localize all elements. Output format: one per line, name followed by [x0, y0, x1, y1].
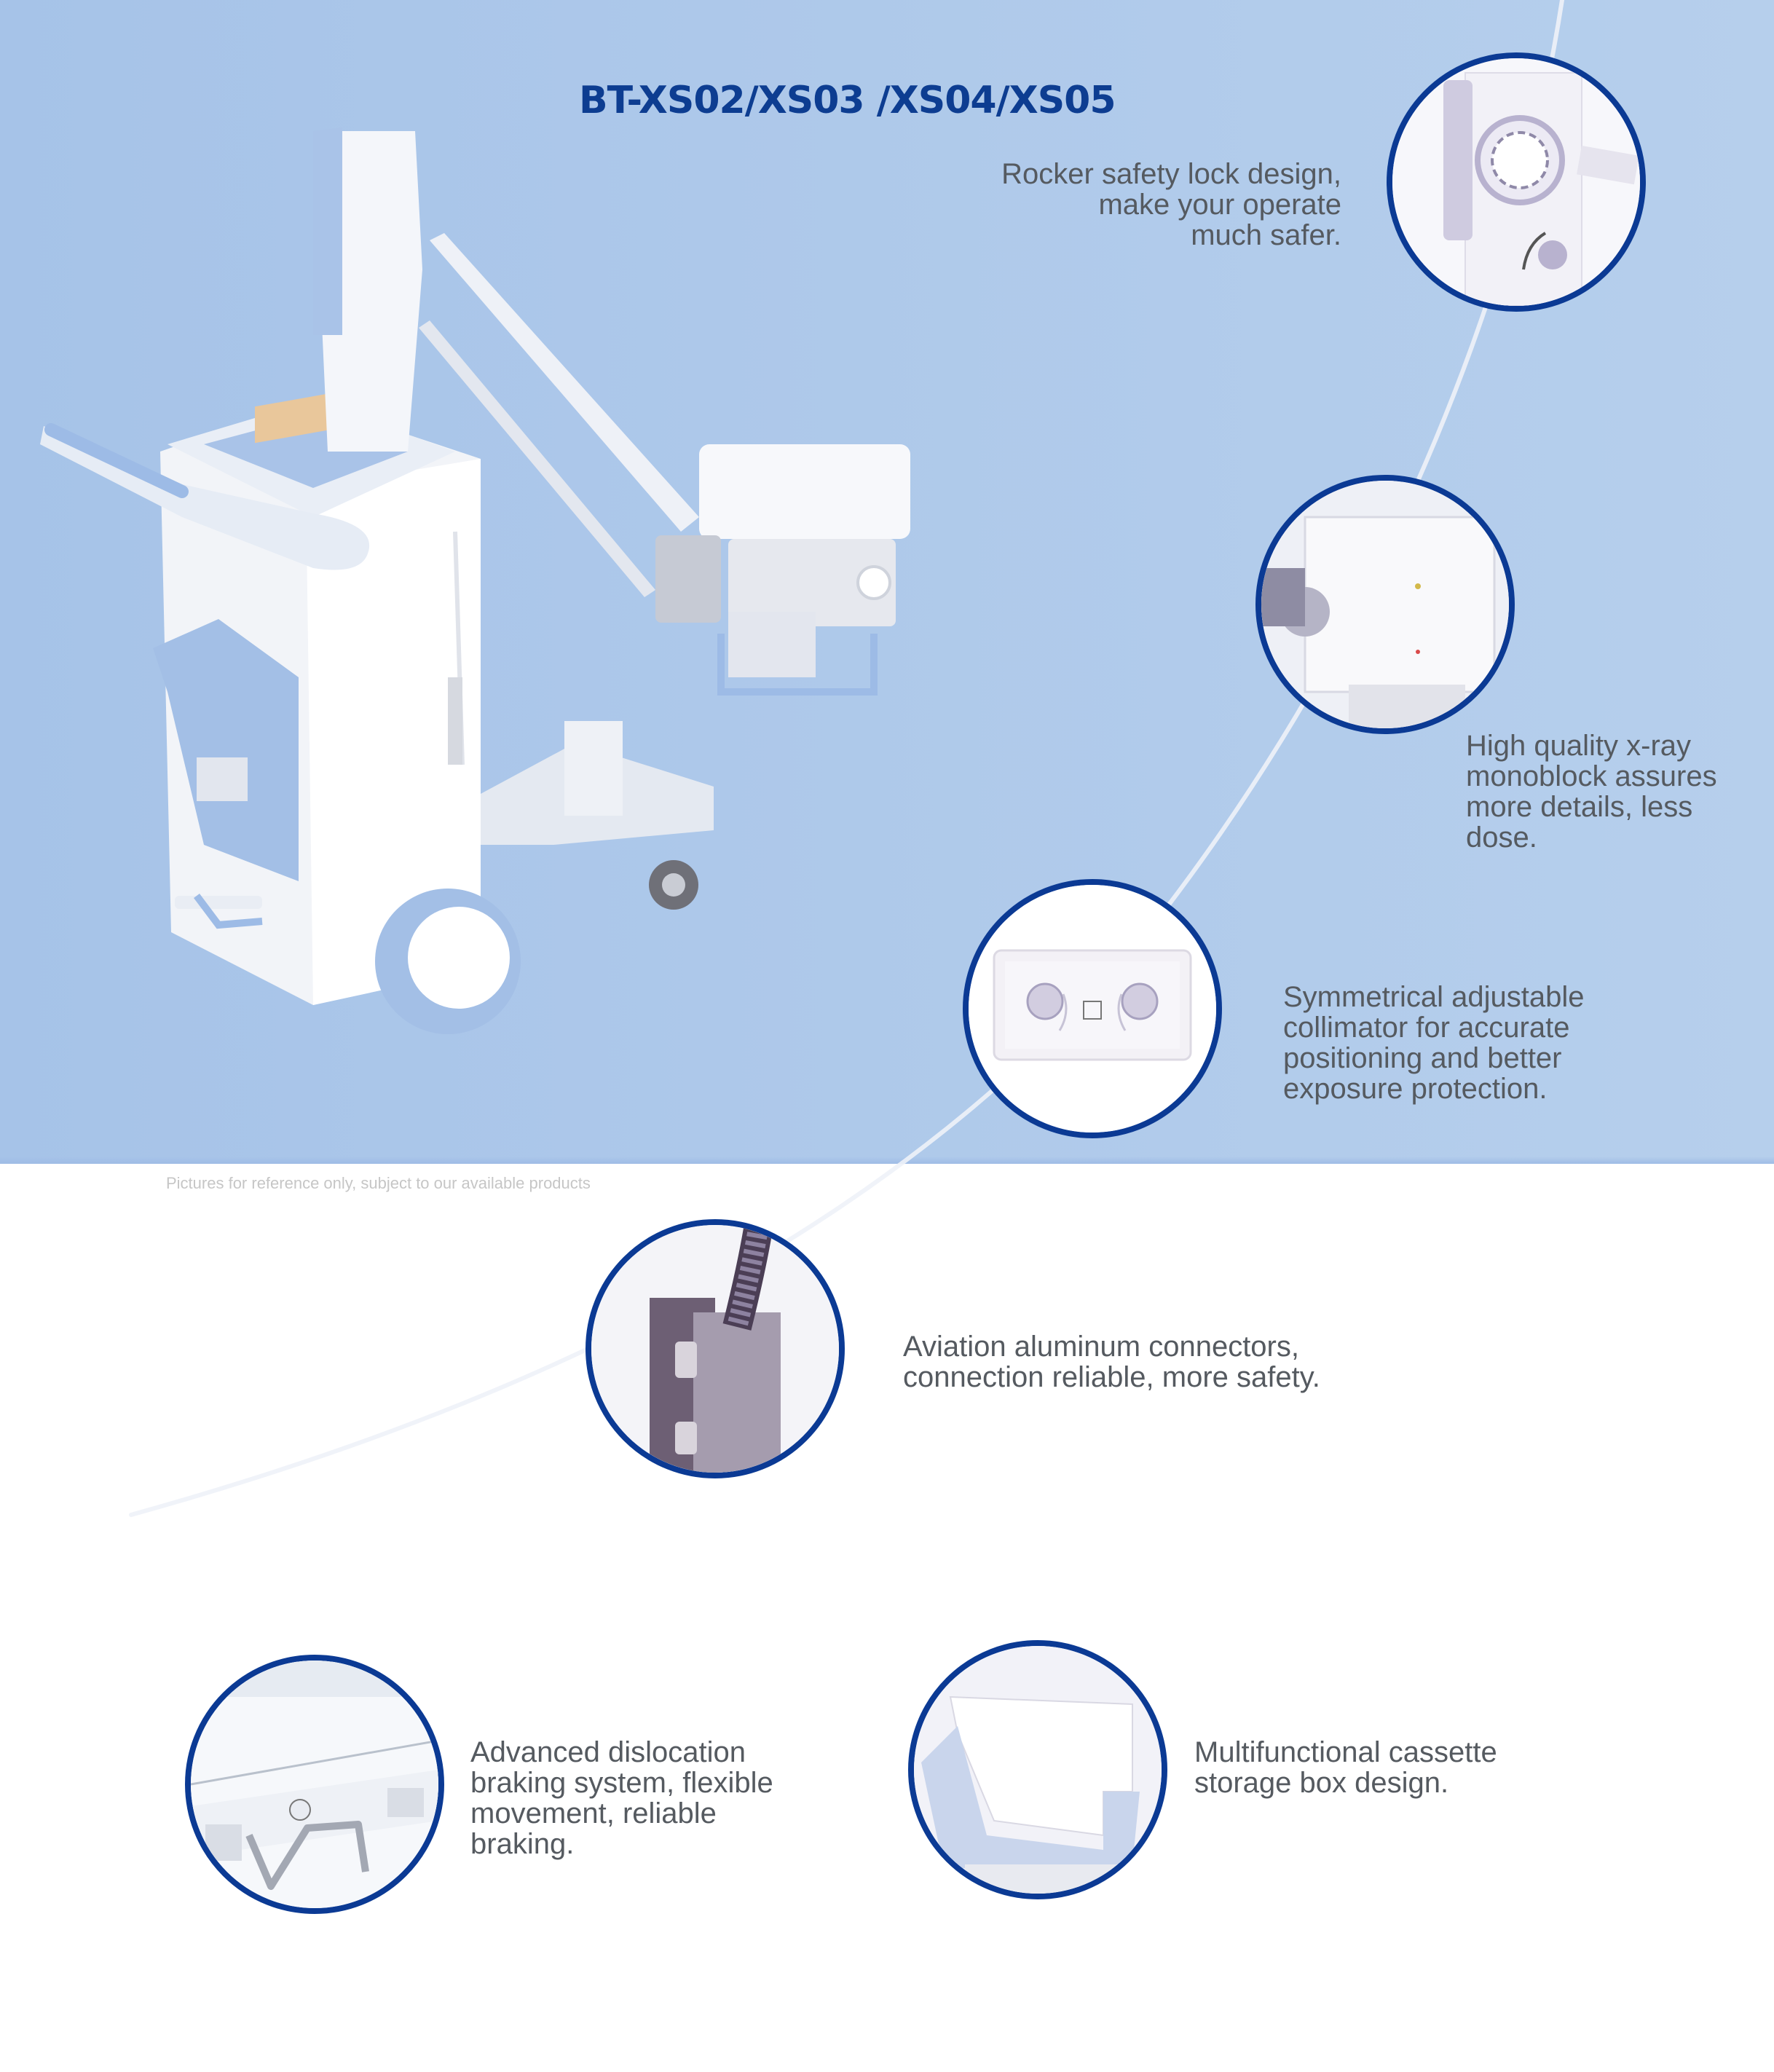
feature-cassette-box-text: Multifunctional cassette storage box des… — [1194, 1736, 1497, 1799]
feature-braking-text: Advanced dislocation braking system, fle… — [470, 1736, 773, 1860]
monoblock-image — [1255, 475, 1515, 734]
rocker-lock-image — [1387, 52, 1646, 312]
collimator-image — [963, 879, 1222, 1138]
mobile-xray-machine-image — [0, 109, 947, 1092]
feature-monoblock-text: High quality x-ray monoblock assures mor… — [1466, 730, 1717, 854]
cassette-box-image — [908, 1640, 1167, 1899]
feature-collimator-text: Symmetrical adjustable collimator for ac… — [1283, 981, 1585, 1105]
feature-connectors-text: Aviation aluminum connectors, connection… — [903, 1331, 1320, 1393]
disclaimer-text: Pictures for reference only, subject to … — [166, 1174, 591, 1192]
connector-image — [586, 1219, 845, 1478]
product-title: BT-XS02/XS03 /XS04/XS05 — [579, 79, 1116, 122]
feature-rocker-lock-text: Rocker safety lock design, make your ope… — [1001, 158, 1341, 251]
brake-pedal-image — [185, 1655, 444, 1914]
